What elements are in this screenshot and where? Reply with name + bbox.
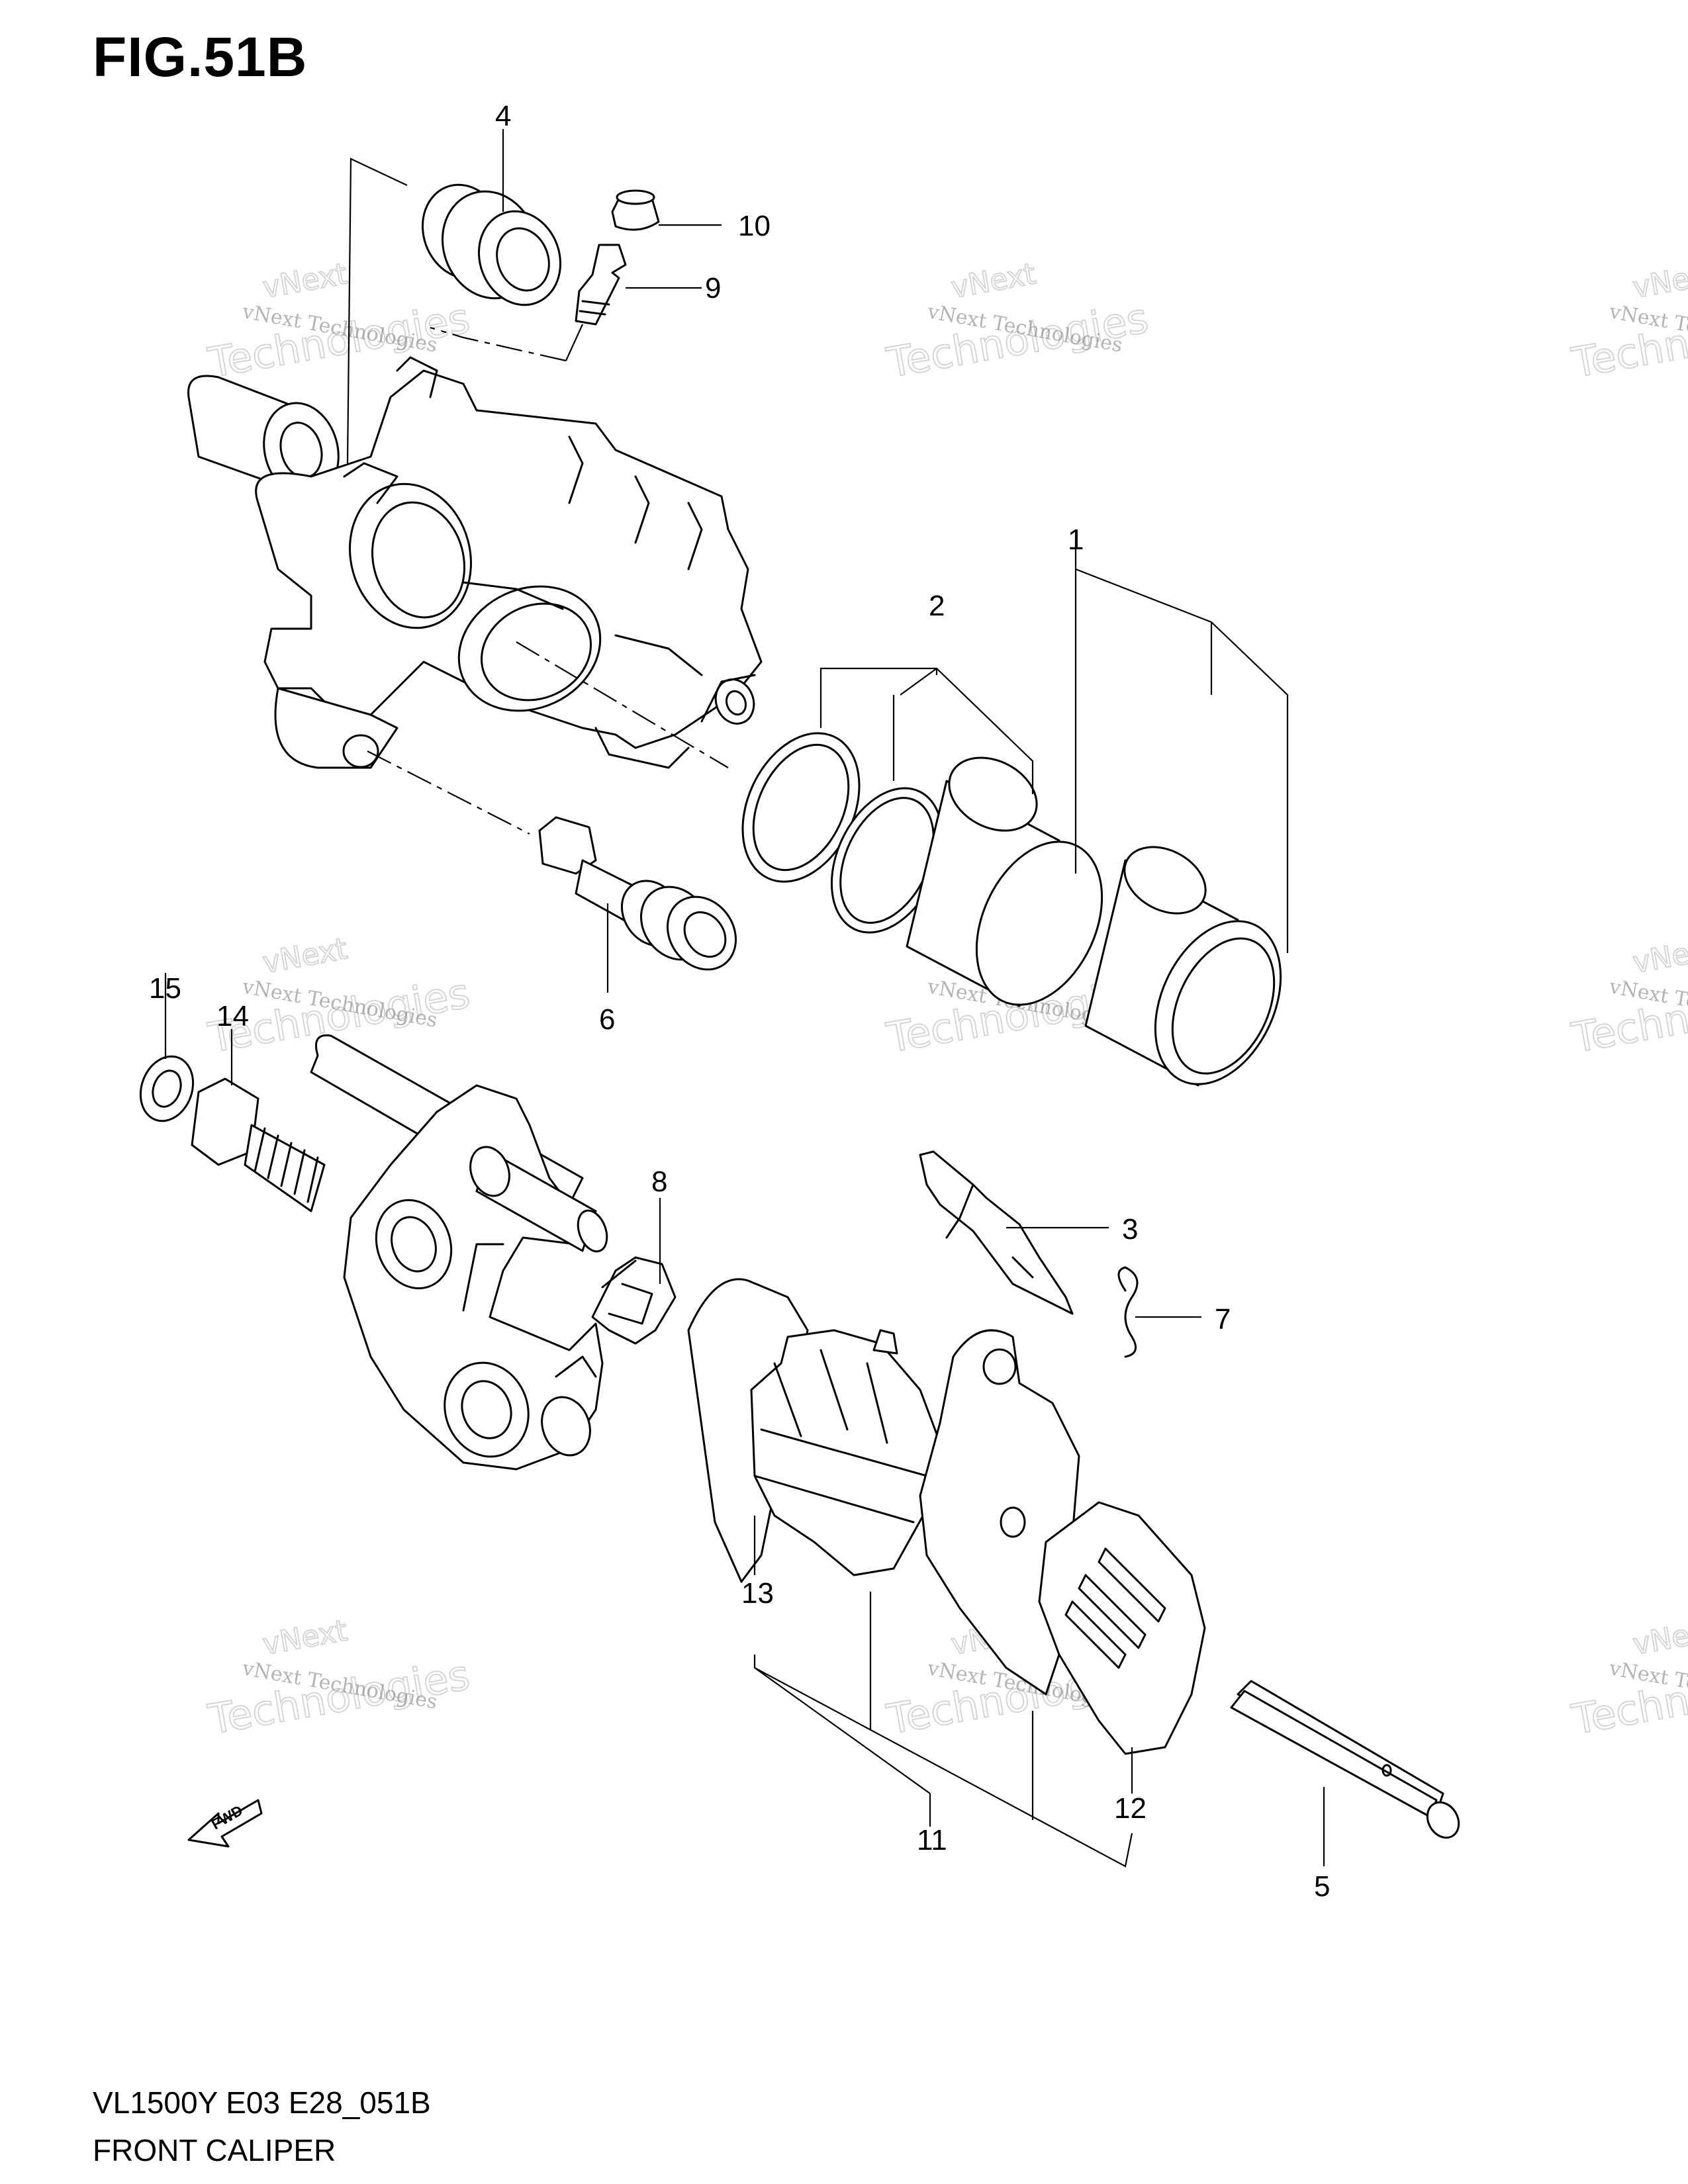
- part-5-pad-pin: [1230, 1680, 1460, 1839]
- fwd-arrow: FWD: [187, 1799, 263, 1848]
- part-4-dust-boot: [421, 183, 562, 306]
- model-code: VL1500Y E03 E28_051B: [93, 2085, 431, 2120]
- part-2-seals: [741, 732, 944, 934]
- callout-2: 2: [929, 590, 945, 622]
- watermark-bottom-left: vNext vNext Technologies Technologies: [204, 1613, 474, 1745]
- leader-part-2: [820, 667, 1034, 794]
- caliper-bracket: [310, 1034, 608, 1471]
- callout-13: 13: [741, 1577, 774, 1610]
- callout-4: 4: [495, 100, 511, 132]
- watermark-middle-right: vNext vNext Technologies Technologies: [1568, 931, 1688, 1063]
- callout-6: 6: [599, 1003, 615, 1036]
- svg-text:vNext: vNext: [260, 257, 350, 305]
- part-14-bolt: [191, 1077, 326, 1212]
- svg-text:vNext: vNext: [1630, 932, 1688, 980]
- part-12-pad-spring: [1038, 1501, 1206, 1755]
- svg-text:vNext: vNext: [1630, 257, 1688, 305]
- part-6-slide-pin: [538, 816, 737, 971]
- part-11-pad-set: [750, 1329, 1080, 1696]
- watermark-bottom-right: vNext vNext Technologies Technologies: [1568, 1613, 1688, 1745]
- watermark-top-center: vNext vNext Technologies Technologies: [882, 256, 1152, 388]
- caliper-body: [187, 356, 763, 769]
- callout-9: 9: [705, 272, 721, 304]
- part-8-clip: [591, 1256, 677, 1345]
- svg-text:Technologies: Technologies: [883, 294, 1152, 387]
- leader-lines: [164, 129, 1325, 1868]
- part-9-bleeder-valve: [575, 244, 627, 326]
- part-7-clip: [1117, 1266, 1139, 1358]
- figure-caption: FRONT CALIPER: [93, 2133, 336, 2167]
- dash-pin-axis: [367, 751, 530, 835]
- callout-5: 5: [1314, 1870, 1330, 1903]
- svg-text:vNext: vNext: [260, 1614, 350, 1662]
- part-1-pistons: [906, 756, 1282, 1087]
- figure-title: FIG.51B: [93, 26, 308, 88]
- part-3-pad-spring: [919, 1150, 1074, 1315]
- callout-7: 7: [1215, 1303, 1231, 1336]
- svg-text:vNext: vNext: [949, 257, 1038, 305]
- part-10-bleeder-cap: [611, 189, 660, 231]
- callout-14: 14: [216, 1000, 249, 1032]
- callout-8: 8: [651, 1165, 667, 1198]
- callout-15: 15: [149, 972, 181, 1005]
- dash-bleeder-to-body: [430, 326, 567, 362]
- part-15-washer: [139, 1055, 195, 1122]
- dash-piston-axis: [516, 641, 729, 768]
- callout-12: 12: [1114, 1792, 1147, 1825]
- callout-10: 10: [738, 210, 771, 242]
- leader-part-4-bracket: [346, 158, 408, 464]
- svg-text:vNext: vNext: [260, 932, 350, 980]
- callout-labels: 1 2 3 4 5 6 7 8 9 10 11 12 13 14 15: [149, 100, 1330, 1903]
- callout-11: 11: [917, 1824, 947, 1856]
- leader-part-1: [1074, 536, 1289, 953]
- callout-1: 1: [1068, 523, 1084, 556]
- watermark-top-right: vNext vNext Technologies Technologies: [1568, 256, 1688, 388]
- svg-text:vNext: vNext: [1630, 1614, 1688, 1662]
- leader-bleeder-to-body: [565, 324, 584, 361]
- callout-3: 3: [1122, 1213, 1138, 1246]
